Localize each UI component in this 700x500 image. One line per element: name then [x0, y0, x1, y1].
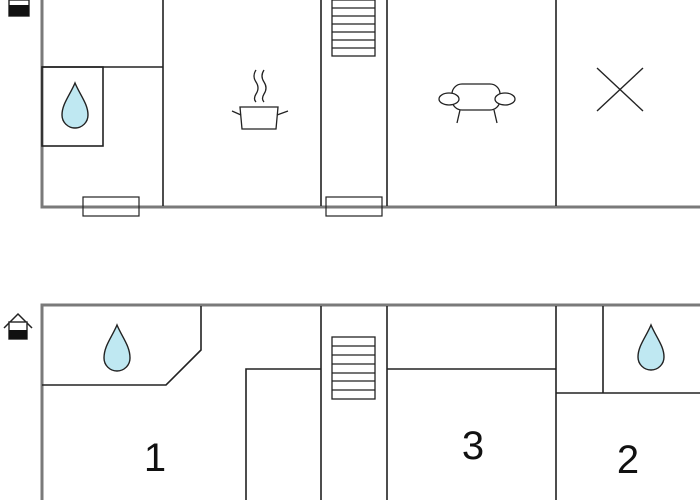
staircase-icon — [331, 0, 376, 57]
water-drop-icon — [637, 323, 665, 371]
window — [325, 196, 383, 217]
water-drop-icon — [61, 81, 89, 129]
window — [82, 196, 140, 217]
room-number-1: 1 — [144, 436, 166, 480]
partition — [245, 368, 321, 500]
upper-floor — [8, 0, 700, 217]
bathroom-box — [41, 66, 104, 147]
partition — [42, 306, 202, 386]
staircase-icon — [331, 336, 376, 400]
room-number-3: 3 — [462, 424, 484, 468]
lower-floor-outer-wall — [40, 303, 700, 500]
water-drop-icon — [103, 323, 131, 372]
sofa-icon — [438, 83, 516, 124]
lower-floor: 1 3 2 — [3, 303, 700, 500]
floor-marker-icon — [8, 0, 30, 17]
cooking-pot-icon — [231, 69, 289, 130]
cross-icon — [596, 67, 644, 112]
room-number-2: 2 — [617, 438, 639, 482]
floor-marker-icon — [3, 312, 33, 340]
